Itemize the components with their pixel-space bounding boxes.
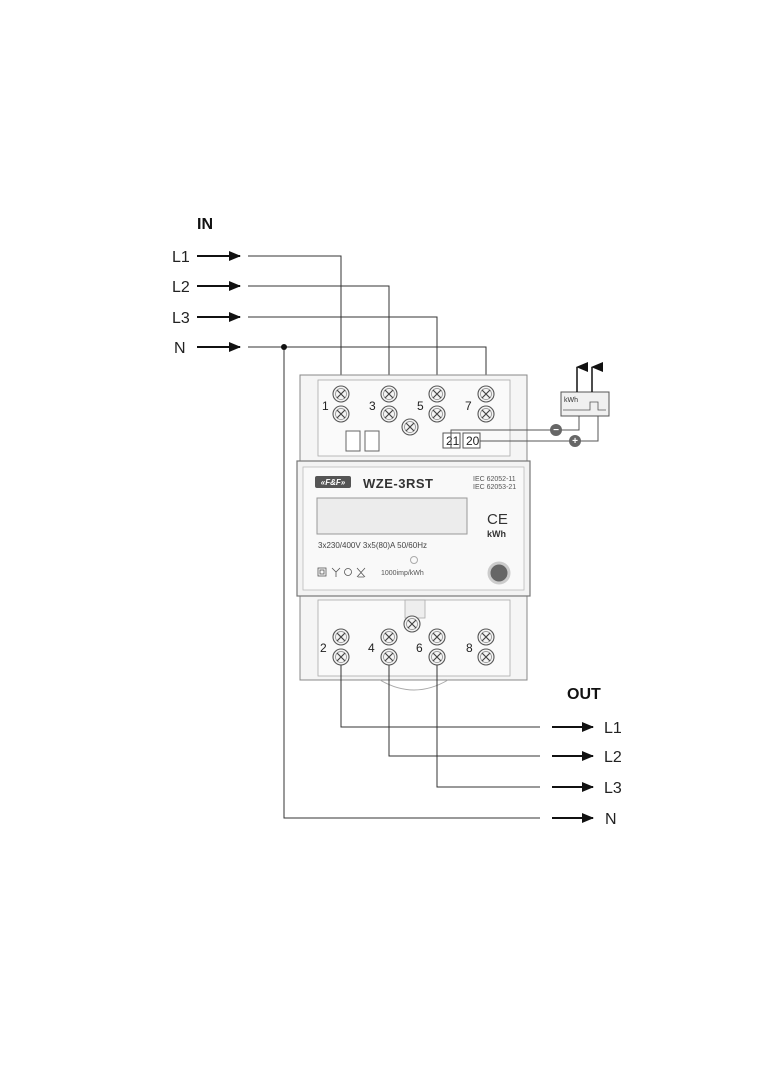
out-title: OUT <box>567 686 601 703</box>
impulse-rate: 1000imp/kWh <box>381 570 424 577</box>
unit-label: kWh <box>487 529 506 539</box>
top-screw-3a-icon <box>428 385 446 403</box>
terminal-label-4: 4 <box>368 641 375 655</box>
output-wires <box>340 665 540 788</box>
terminal-label-8: 8 <box>466 641 473 655</box>
bottom-screw-4b-icon <box>477 648 495 666</box>
in-title: IN <box>197 216 213 233</box>
wire-in-l3 <box>248 316 438 390</box>
model-name: WZE-3RST <box>363 476 433 491</box>
in-label-l1: L1 <box>172 249 190 266</box>
cutout-right <box>364 430 380 452</box>
terminal-label-6: 6 <box>416 641 423 655</box>
meter-sealing-tab <box>404 599 426 619</box>
plus-sign: + <box>572 436 578 447</box>
pulse-counter-box <box>560 391 610 417</box>
bottom-middle-screw-icon <box>403 615 421 633</box>
bottom-screw-1b-icon <box>332 648 350 666</box>
out-label-l1: L1 <box>604 720 622 737</box>
pulse-waveform-icon <box>563 401 606 411</box>
wire-out-l3 <box>436 665 540 788</box>
minus-terminal-icon <box>550 424 562 436</box>
top-screw-1b-icon <box>332 405 350 423</box>
standard-2: IEC 62053-21 <box>473 484 516 491</box>
pulse-wires <box>450 414 599 448</box>
out-line-l3: L3 <box>552 780 622 797</box>
bottom-screw-3b-icon <box>428 648 446 666</box>
bottom-screw-3a-icon <box>428 628 446 646</box>
top-screw-4a-icon <box>477 385 495 403</box>
wire-pulse-plus <box>480 414 599 442</box>
out-label-l3: L3 <box>604 780 622 797</box>
wire-out-l1 <box>340 665 540 728</box>
double-insulation-inner <box>319 569 325 575</box>
top-screw-2a-icon <box>380 385 398 403</box>
weee-bin-icon <box>356 567 366 578</box>
wire-in-l2 <box>248 285 390 390</box>
in-label-l3: L3 <box>172 310 190 327</box>
input-wires <box>248 255 540 819</box>
terminal-label-1: 1 <box>322 399 329 413</box>
antenna-icon <box>331 567 341 577</box>
out-line-l1: L1 <box>552 720 622 737</box>
terminal-label-7: 7 <box>465 399 472 413</box>
top-screw-1a-icon <box>332 385 350 403</box>
top-screw-2b-icon <box>380 405 398 423</box>
bottom-screw-2b-icon <box>380 648 398 666</box>
in-label-n: N <box>174 340 186 357</box>
cutout-left <box>345 430 361 452</box>
rating-text: 3x230/400V 3x5(80)A 50/60Hz <box>318 541 427 550</box>
top-screw-4b-icon <box>477 405 495 423</box>
din-clip <box>379 679 449 691</box>
terminal-label-2: 2 <box>320 641 327 655</box>
double-insulation-icon <box>317 567 327 577</box>
out-line-l2: L2 <box>552 749 622 766</box>
in-label-l2: L2 <box>172 279 190 296</box>
wire-pulse-minus <box>450 414 580 448</box>
in-line-n: N <box>174 340 241 357</box>
led-indicator <box>410 556 418 564</box>
out-label-n: N <box>605 811 617 828</box>
info-icon <box>344 568 352 576</box>
in-line-l1: L1 <box>172 249 241 266</box>
bottom-screw-2a-icon <box>380 628 398 646</box>
wire-out-l2 <box>388 665 540 757</box>
terminal-screws <box>332 385 495 666</box>
lcd-display <box>316 497 468 535</box>
out-label-l2: L2 <box>604 749 622 766</box>
neutral-junction-dot <box>281 344 287 350</box>
in-line-l2: L2 <box>172 279 241 296</box>
top-screw-3b-icon <box>428 405 446 423</box>
certification-symbols <box>317 567 366 578</box>
pulse-terminal-20-label: 20 <box>466 434 480 448</box>
external-pulse-counter: kWh <box>560 362 610 417</box>
wire-in-l1 <box>248 255 342 390</box>
meter-reset-button[interactable] <box>487 561 511 585</box>
plus-terminal-icon <box>569 435 581 447</box>
pulse-terminal-21-label: 21 <box>446 434 460 448</box>
bottom-screw-1a-icon <box>332 628 350 646</box>
standard-1: IEC 62052-11 <box>473 476 516 483</box>
ce-mark: CE <box>487 511 508 528</box>
terminal-label-3: 3 <box>369 399 376 413</box>
in-line-l3: L3 <box>172 310 241 327</box>
out-line-n: N <box>552 811 617 828</box>
pulse-counter-label: kWh <box>564 397 578 404</box>
bottom-screw-4a-icon <box>477 628 495 646</box>
brand-logo: «F&F» <box>315 476 351 488</box>
brand-text: «F&F» <box>321 478 346 487</box>
terminal-label-5: 5 <box>417 399 424 413</box>
minus-sign: − <box>553 425 559 436</box>
top-middle-screw-icon <box>401 418 419 436</box>
wire-neutral-through <box>283 347 540 819</box>
